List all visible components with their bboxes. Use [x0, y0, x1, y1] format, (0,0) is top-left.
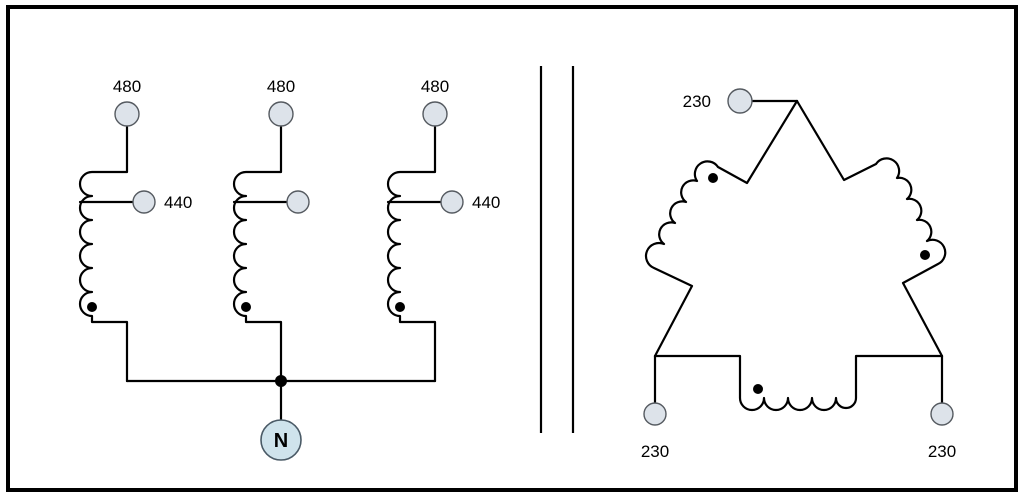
winding-3-top-label: 480 — [421, 77, 449, 96]
terminal-440-3 — [440, 190, 464, 214]
primary-winding-3 — [386, 125, 443, 383]
secondary-delta-windings: 230 230 230 — [641, 88, 956, 461]
secondary-winding-right — [795, 99, 947, 358]
primary-winding-1-coil — [78, 125, 129, 383]
terminal-480-3 — [422, 101, 448, 127]
primary-winding-2 — [232, 125, 289, 383]
neutral-terminal — [260, 419, 302, 461]
winding-1-top-label: 480 — [113, 77, 141, 96]
winding-1-mid-label: 440 — [164, 193, 192, 212]
neutral-junction-dot — [275, 375, 287, 387]
primary-winding-3-coil — [386, 125, 437, 383]
terminal-480-2 — [268, 101, 294, 127]
terminal-230-top — [727, 88, 753, 114]
terminal-230-right — [930, 402, 954, 426]
neutral-label: N — [274, 430, 288, 452]
primary-wye-windings: 480 480 480 440 440 N — [78, 77, 500, 461]
terminal-480-1 — [114, 101, 140, 127]
polarity-dot — [920, 250, 930, 260]
right-terminal-label: 230 — [928, 442, 956, 461]
secondary-winding-left — [644, 99, 799, 358]
terminal-230-left — [643, 402, 667, 426]
secondary-winding-bottom — [653, 354, 944, 412]
diagram-frame — [6, 5, 1018, 492]
primary-winding-2-coil — [232, 125, 283, 383]
polarity-dot — [708, 173, 718, 183]
winding-3-mid-label: 440 — [472, 193, 500, 212]
winding-2-top-label: 480 — [267, 77, 295, 96]
polarity-dot — [395, 302, 405, 312]
terminal-440-1 — [132, 190, 156, 214]
polarity-dot — [753, 384, 763, 394]
left-terminal-label: 230 — [641, 442, 669, 461]
polarity-dot — [241, 302, 251, 312]
polarity-dot — [87, 302, 97, 312]
terminal-tap-2 — [286, 190, 310, 214]
primary-winding-1 — [78, 125, 135, 383]
top-terminal-label: 230 — [683, 92, 711, 111]
